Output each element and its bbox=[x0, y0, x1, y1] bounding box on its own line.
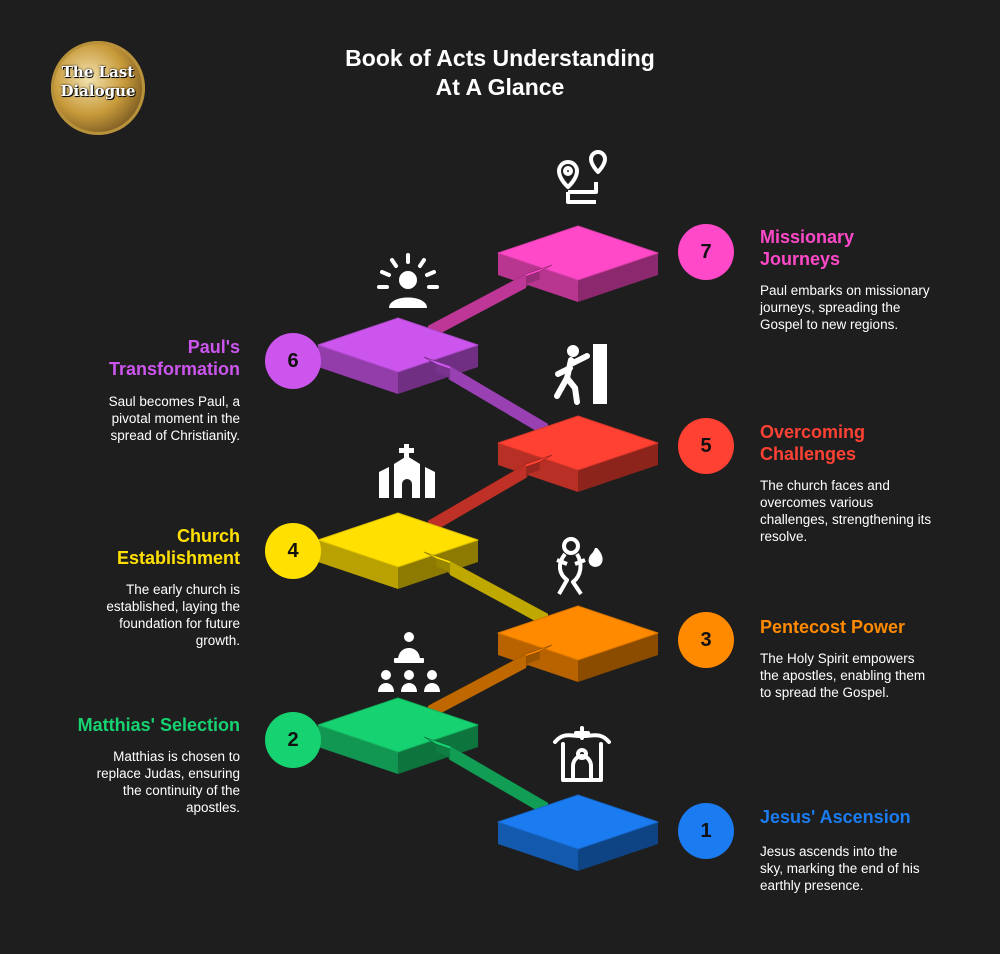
step-7-title: Missionary Journeys bbox=[760, 227, 855, 269]
logo-text: The Last Dialogue bbox=[51, 63, 145, 101]
stair-1-side bbox=[450, 746, 548, 817]
step-1-title: Jesus' Ascension bbox=[760, 807, 911, 827]
stair-5-side bbox=[450, 366, 548, 438]
climber-icon bbox=[554, 344, 607, 405]
step-6-title: Paul's Transformation bbox=[108, 337, 240, 379]
landing-2-left-side bbox=[318, 725, 398, 774]
step-2-title: Matthias' Selection bbox=[77, 715, 240, 735]
step-2-number-text: 2 bbox=[287, 728, 299, 751]
step-3-desc: The Holy Spirit empowers the apostles, e… bbox=[760, 651, 926, 700]
step-7-number-text: 7 bbox=[700, 240, 712, 263]
landing-1-left-side bbox=[498, 822, 578, 871]
step-4-number: 4 bbox=[265, 523, 321, 579]
step-4-title: Church Establishment bbox=[116, 526, 240, 568]
group-selection-icon bbox=[378, 632, 440, 692]
logo: The Last Dialogue bbox=[51, 41, 145, 135]
title-line-2: At A Glance bbox=[435, 74, 565, 100]
step-5-number-text: 5 bbox=[700, 434, 712, 457]
step-6-desc: Saul becomes Paul, a pivotal moment in t… bbox=[108, 394, 240, 443]
step-3-title: Pentecost Power bbox=[760, 617, 906, 637]
church-icon bbox=[379, 444, 435, 498]
step-1-desc: Jesus ascends into the sky, marking the … bbox=[760, 844, 920, 893]
title-line-1: Book of Acts Understanding bbox=[345, 45, 655, 71]
landing-1-top bbox=[497, 794, 659, 850]
radiant-person-icon bbox=[377, 253, 439, 308]
step-2-number: 2 bbox=[265, 712, 321, 768]
ascension-icon bbox=[553, 726, 611, 782]
logo-line-1: The Last bbox=[61, 63, 135, 81]
landing-5-right-side bbox=[578, 443, 658, 492]
landing-3-top bbox=[497, 605, 659, 661]
step-1-number-text: 1 bbox=[700, 819, 712, 842]
step-5-title: Overcoming Challenges bbox=[760, 422, 866, 464]
landing-6-left-side bbox=[318, 345, 398, 394]
landing-2-top bbox=[317, 697, 479, 753]
step-7-number: 7 bbox=[678, 224, 734, 280]
step-4-desc: The early church is established, laying … bbox=[106, 582, 240, 648]
step-5-number: 5 bbox=[678, 418, 734, 474]
landing-6-top bbox=[317, 317, 479, 373]
stair-2-side bbox=[428, 654, 526, 720]
step-1-number: 1 bbox=[678, 803, 734, 859]
step-3-number-text: 3 bbox=[700, 628, 712, 651]
landing-5-top bbox=[497, 415, 659, 471]
step-3-number: 3 bbox=[678, 612, 734, 668]
step-6-number-text: 6 bbox=[287, 349, 299, 372]
landing-7-top bbox=[497, 225, 659, 281]
step-6-number: 6 bbox=[265, 333, 321, 389]
step-7-desc: Paul embarks on missionary journeys, spr… bbox=[760, 283, 930, 332]
step-2-desc: Matthias is chosen to replace Judas, ens… bbox=[96, 749, 240, 815]
landing-3-right-side bbox=[578, 633, 658, 682]
route-pins-icon bbox=[557, 150, 607, 204]
logo-line-2: Dialogue bbox=[60, 82, 136, 100]
landing-4-top bbox=[317, 512, 479, 568]
stair-4-side bbox=[428, 464, 526, 535]
stair-3-side bbox=[450, 561, 548, 628]
holy-spirit-icon bbox=[556, 537, 603, 596]
landing-1-right-side bbox=[578, 822, 658, 871]
page-title: Book of Acts Understanding At A Glance bbox=[298, 44, 702, 102]
landing-4-left-side bbox=[318, 540, 398, 589]
landing-7-right-side bbox=[578, 253, 658, 302]
step-5-desc: The church faces and overcomes various c… bbox=[760, 478, 932, 544]
stair-6-side bbox=[428, 274, 526, 340]
step-4-number-text: 4 bbox=[287, 539, 299, 562]
